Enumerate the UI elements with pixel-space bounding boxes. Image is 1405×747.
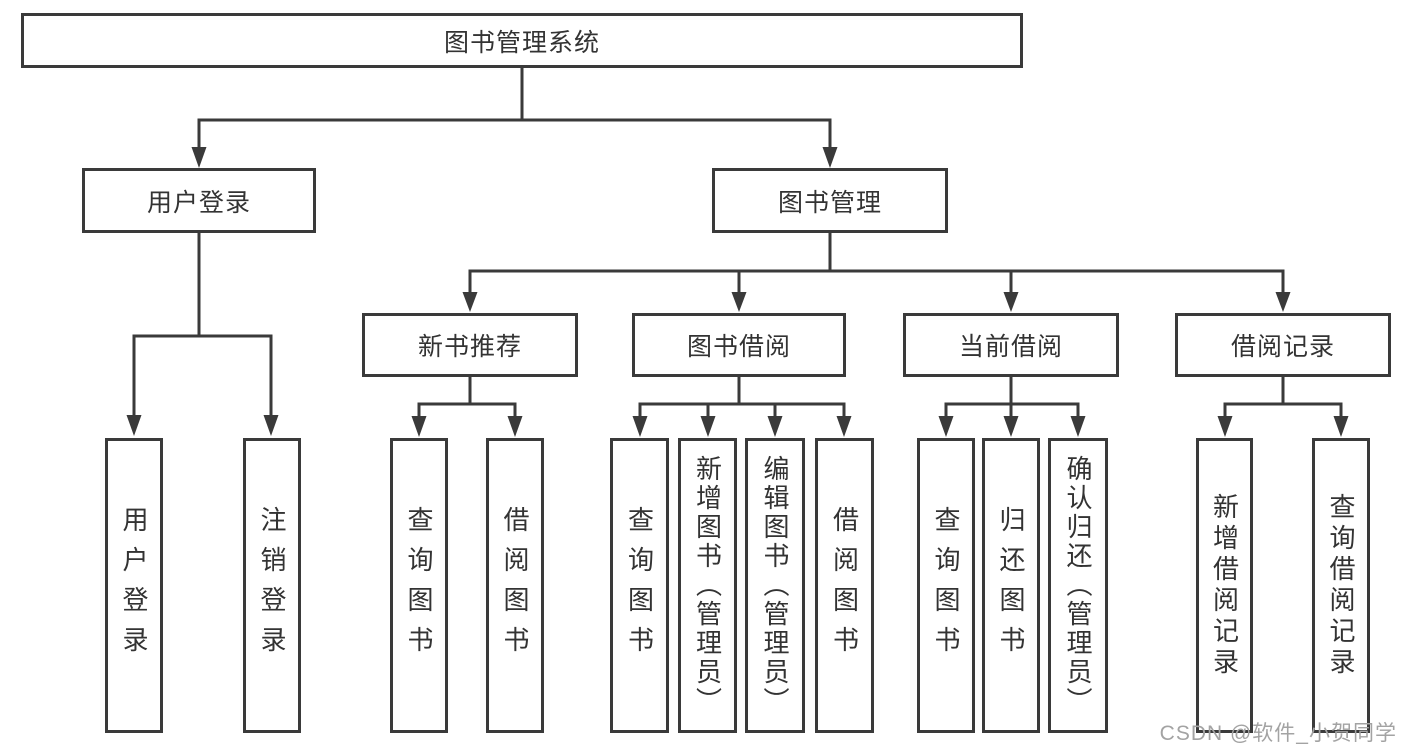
leaf-bb-edit-books-admin-label: 编辑图书（管理员）: [760, 455, 790, 716]
leaf-nb-query-books-label: 查询图书: [404, 505, 434, 666]
node-book-management: 图书管理: [712, 168, 948, 233]
leaf-bb-query-books: 查询图书: [610, 438, 669, 733]
leaf-cb-confirm-return-admin: 确认归还（管理员）: [1048, 438, 1108, 733]
node-user-login: 用户登录: [82, 168, 316, 233]
leaf-bb-query-books-label: 查询图书: [624, 505, 655, 666]
leaf-bb-borrow-books-label: 借阅图书: [829, 505, 860, 666]
leaf-bb-borrow-books: 借阅图书: [815, 438, 874, 733]
leaf-user-login: 用户登录: [105, 438, 163, 733]
leaf-bb-add-books-admin-label: 新增图书（管理员）: [692, 455, 723, 716]
leaf-cb-return-books-label: 归还图书: [996, 505, 1026, 666]
node-current-borrow: 当前借阅: [903, 313, 1119, 377]
connector-edges: [132, 68, 1343, 418]
watermark: CSDN @软件_小贺同学: [1159, 722, 1397, 745]
leaf-br-query-record-label: 查询借阅记录: [1326, 492, 1356, 679]
leaf-bb-edit-books-admin: 编辑图书（管理员）: [745, 438, 805, 733]
leaf-logout-label: 注销登录: [257, 505, 287, 666]
leaf-bb-add-books-admin: 新增图书（管理员）: [678, 438, 737, 733]
leaf-nb-borrow-books-label: 借阅图书: [500, 505, 530, 666]
leaf-cb-confirm-return-admin-label: 确认归还（管理员）: [1063, 455, 1093, 716]
leaf-br-add-record: 新增借阅记录: [1196, 438, 1253, 733]
leaf-cb-return-books: 归还图书: [982, 438, 1040, 733]
leaf-cb-query-books-label: 查询图书: [931, 505, 961, 666]
node-borrow-records: 借阅记录: [1175, 313, 1391, 377]
leaf-user-login-label: 用户登录: [119, 505, 149, 666]
leaf-br-add-record-label: 新增借阅记录: [1209, 492, 1240, 679]
leaf-br-query-record: 查询借阅记录: [1312, 438, 1370, 733]
leaf-cb-query-books: 查询图书: [917, 438, 975, 733]
arrowheads: [126, 147, 1349, 437]
leaf-nb-borrow-books: 借阅图书: [486, 438, 544, 733]
leaf-nb-query-books: 查询图书: [390, 438, 448, 733]
node-book-borrow: 图书借阅: [632, 313, 846, 377]
node-root: 图书管理系统: [21, 13, 1023, 68]
leaf-logout: 注销登录: [243, 438, 301, 733]
node-new-book-recommend: 新书推荐: [362, 313, 578, 377]
